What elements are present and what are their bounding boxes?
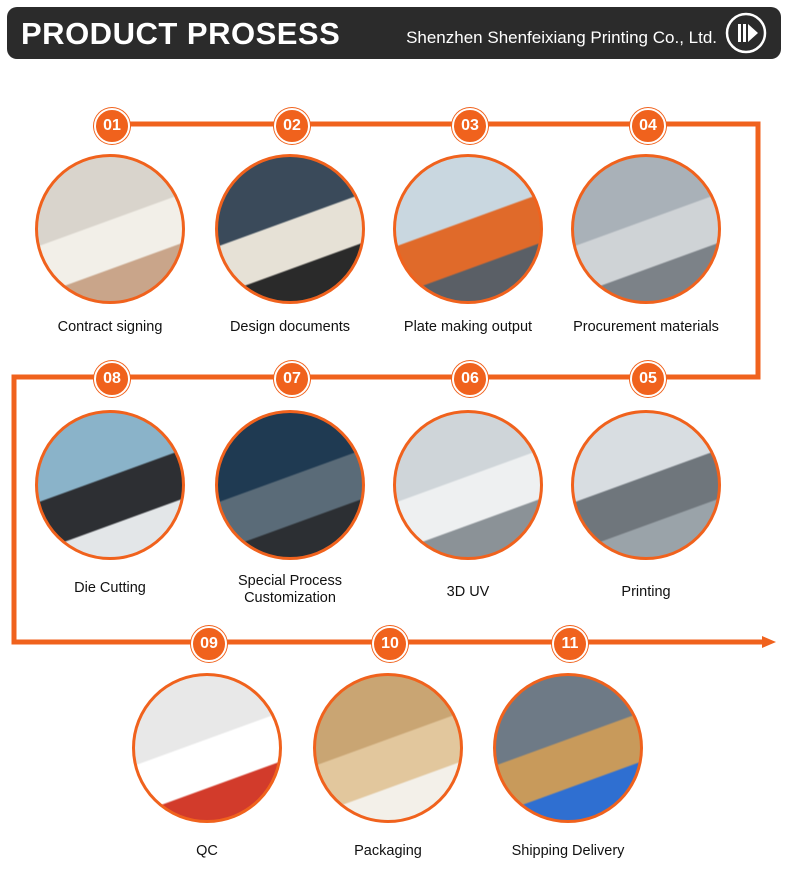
- step-label: Procurement materials: [573, 319, 719, 335]
- header-bar: PRODUCT PROSESS Shenzhen Shenfeixiang Pr…: [7, 7, 781, 59]
- step-number-badge: 05: [630, 361, 666, 397]
- page-title: PRODUCT PROSESS: [21, 16, 341, 51]
- step-label: Design documents: [229, 319, 351, 335]
- qc-photo: [132, 673, 282, 823]
- step-number-badge: 06: [452, 361, 488, 397]
- packaging-photo: [313, 673, 463, 823]
- step-number-badge: 04: [630, 108, 666, 144]
- step-label: Special Process Customization: [238, 573, 342, 606]
- step-number-badge: 07: [274, 361, 310, 397]
- die-cutting-photo: [35, 410, 185, 560]
- step-number-badge: 01: [94, 108, 130, 144]
- step-number-badge: 03: [452, 108, 488, 144]
- shipping-delivery-photo: [493, 673, 643, 823]
- step-number-badge: 09: [191, 626, 227, 662]
- step-number-badge: 02: [274, 108, 310, 144]
- step-label: Packaging: [354, 843, 422, 859]
- plate-making-photo: [393, 154, 543, 304]
- step-label: Contract signing: [57, 319, 163, 335]
- step-label: Printing: [621, 584, 671, 600]
- design-documents-photo: [215, 154, 365, 304]
- step-label: Die Cutting: [74, 580, 146, 596]
- step-label: Shipping Delivery: [511, 843, 625, 859]
- step-label: QC: [196, 843, 218, 859]
- printing-photo: [571, 410, 721, 560]
- special-process-photo: [215, 410, 365, 560]
- procurement-materials-photo: [571, 154, 721, 304]
- contract-signing-photo: [35, 154, 185, 304]
- 3d-uv-photo: [393, 410, 543, 560]
- play-circle-icon[interactable]: [725, 12, 767, 54]
- step-label: 3D UV: [446, 584, 490, 600]
- step-number-badge: 11: [552, 626, 588, 662]
- company-name: Shenzhen Shenfeixiang Printing Co., Ltd.: [406, 28, 717, 47]
- step-label: Plate making output: [403, 319, 533, 335]
- step-number-badge: 08: [94, 361, 130, 397]
- step-number-badge: 10: [372, 626, 408, 662]
